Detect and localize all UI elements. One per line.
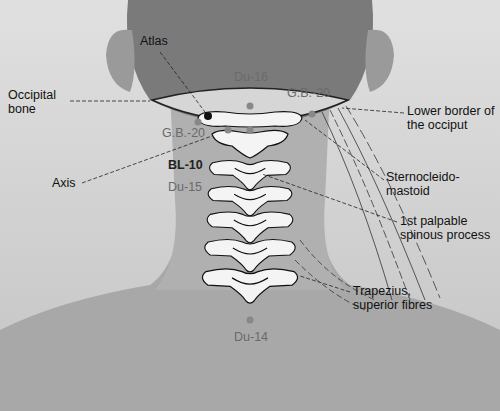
landmark-label: 1st palpable spinous process — [400, 214, 492, 242]
landmark-label: Lower border of the occiput — [407, 104, 495, 132]
bone-label: Occipital bone — [8, 88, 70, 116]
point-label: BL-10 — [168, 158, 203, 172]
neck — [155, 90, 345, 290]
muscle-label: Sternocleido- mastoid — [386, 170, 486, 198]
point-label: Du-16 — [234, 70, 268, 84]
acupoints — [195, 103, 316, 324]
bone-label: Axis — [52, 176, 76, 190]
shoulders — [0, 180, 500, 411]
muscle-lines — [295, 106, 440, 310]
leader-lines — [70, 52, 404, 292]
cervical-vertebrae — [198, 112, 302, 304]
point-label: G.B.-20 — [162, 126, 205, 140]
head — [127, 0, 373, 122]
point-label: G.B.-20 — [287, 86, 330, 100]
muscle-label: Trapezius, superior fibres — [353, 284, 433, 312]
ear — [365, 30, 394, 92]
ear — [106, 30, 135, 92]
point-label: Du-14 — [234, 330, 268, 344]
bone-label: Atlas — [140, 34, 168, 48]
point-label: Du-15 — [168, 180, 202, 194]
